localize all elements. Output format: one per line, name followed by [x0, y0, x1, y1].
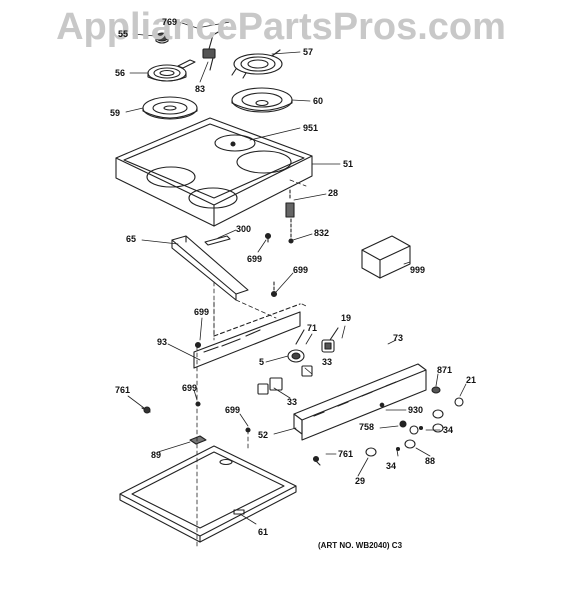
callout-93: 93	[157, 337, 168, 347]
callout-61: 61	[258, 527, 269, 537]
callout-65: 65	[126, 234, 137, 244]
bracket-89	[189, 435, 207, 445]
callout-19: 19	[341, 313, 352, 323]
callout-52: 52	[258, 430, 269, 440]
callout-699-lower: 699	[225, 405, 241, 415]
callout-951: 951	[303, 123, 319, 133]
callout-699-right: 699	[293, 265, 309, 275]
callout-871: 871	[437, 365, 453, 375]
callout-930: 930	[408, 405, 424, 415]
watermark-text: AppliancePartsPros.com	[56, 6, 506, 48]
terminal-block-28	[285, 189, 295, 244]
callout-761-lower: 761	[338, 449, 354, 459]
cooktop-51	[115, 117, 313, 227]
drip-pan-large	[231, 87, 293, 113]
callout-34-lower: 34	[386, 461, 397, 471]
screw-761-left	[141, 406, 151, 414]
assembly-guide-lines	[196, 179, 307, 549]
callout-761-left: 761	[115, 385, 131, 395]
callout-89: 89	[151, 450, 162, 460]
callout-832: 832	[314, 228, 330, 238]
callout-57: 57	[303, 47, 314, 57]
callout-33-upper: 33	[322, 357, 333, 367]
surface-element-small-left	[147, 59, 196, 82]
callout-59: 59	[110, 108, 121, 118]
receptacle-83	[202, 26, 228, 71]
callout-999: 999	[410, 265, 426, 275]
callout-73: 73	[393, 333, 404, 343]
callout-21: 21	[466, 375, 477, 385]
callout-88: 88	[425, 456, 436, 466]
art-number-label: (ART NO. WB2040) C3	[318, 541, 403, 550]
callout-71: 71	[307, 323, 318, 333]
callout-33-lower: 33	[287, 397, 298, 407]
surface-element-large-right	[231, 49, 283, 79]
manifold-panel-65	[171, 235, 249, 301]
callout-29: 29	[355, 476, 366, 486]
knob-cap-55	[155, 32, 169, 44]
control-backsplash-73	[293, 363, 427, 441]
literature-box-999	[361, 235, 411, 279]
callout-699-upper: 699	[247, 254, 263, 264]
bottom-panel-61	[119, 445, 297, 543]
callout-leader-lines	[125, 21, 467, 525]
callout-699-lower-left: 699	[182, 383, 198, 393]
callout-28: 28	[328, 188, 339, 198]
screw-699-right	[270, 281, 278, 298]
screw-699-upper	[264, 232, 272, 243]
callout-5: 5	[259, 357, 265, 367]
callout-51: 51	[343, 159, 354, 169]
control-knobs	[312, 386, 464, 466]
callout-34-right: 34	[443, 425, 454, 435]
callout-300: 300	[236, 224, 252, 234]
callout-769: 769	[162, 17, 178, 27]
callout-60: 60	[313, 96, 324, 106]
callout-56: 56	[115, 68, 126, 78]
callout-758: 758	[359, 422, 375, 432]
drip-pan-small	[142, 96, 198, 120]
callout-699-bracket: 699	[194, 307, 210, 317]
control-bracket-93	[193, 303, 301, 369]
callout-55: 55	[118, 29, 129, 39]
callout-83: 83	[195, 84, 206, 94]
